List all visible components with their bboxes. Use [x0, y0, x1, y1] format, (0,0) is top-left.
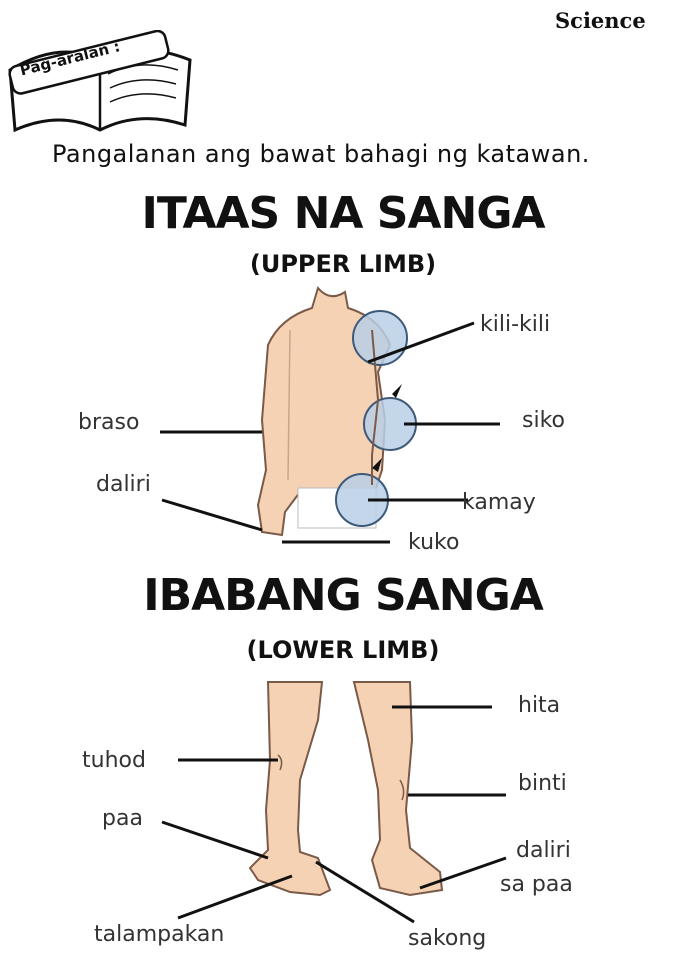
- upper-limb-subtitle: (UPPER LIMB): [249, 250, 437, 278]
- pointer-daliri: [161, 498, 263, 532]
- pointer-talampakan: [177, 874, 293, 920]
- label-siko: siko: [522, 408, 565, 433]
- pointer-daliri-sa-paa: [419, 856, 507, 890]
- label-daliri-sa-paa-line1: daliri: [516, 838, 571, 863]
- label-kuko: kuko: [408, 530, 460, 555]
- label-binti: binti: [518, 771, 567, 796]
- label-daliri: daliri: [96, 472, 151, 497]
- label-kili-kili: kili-kili: [480, 312, 551, 337]
- label-paa: paa: [102, 806, 143, 831]
- label-tuhod: tuhod: [82, 748, 146, 773]
- book-icon: [8, 30, 192, 133]
- pointer-kili-kili: [367, 321, 475, 364]
- label-talampakan: talampakan: [94, 922, 225, 947]
- label-braso: braso: [78, 410, 140, 435]
- upper-body-illustration: [256, 285, 417, 537]
- upper-limb-title: ITAAS NA SANGA: [141, 188, 545, 239]
- subject-label: Science: [555, 8, 646, 33]
- lower-limb-title: IBABANG SANGA: [143, 570, 544, 621]
- label-kamay: kamay: [462, 490, 536, 515]
- lower-limb-subtitle: (LOWER LIMB): [246, 636, 440, 664]
- pointer-paa: [161, 820, 269, 860]
- label-sakong: sakong: [408, 926, 487, 951]
- label-hita: hita: [518, 693, 561, 718]
- pointer-sakong: [315, 860, 415, 924]
- legs-illustration: [248, 681, 444, 897]
- label-daliri-sa-paa-line2: sa paa: [500, 872, 573, 897]
- instruction-text: Pangalanan ang bawat bahagi ng katawan.: [52, 140, 590, 168]
